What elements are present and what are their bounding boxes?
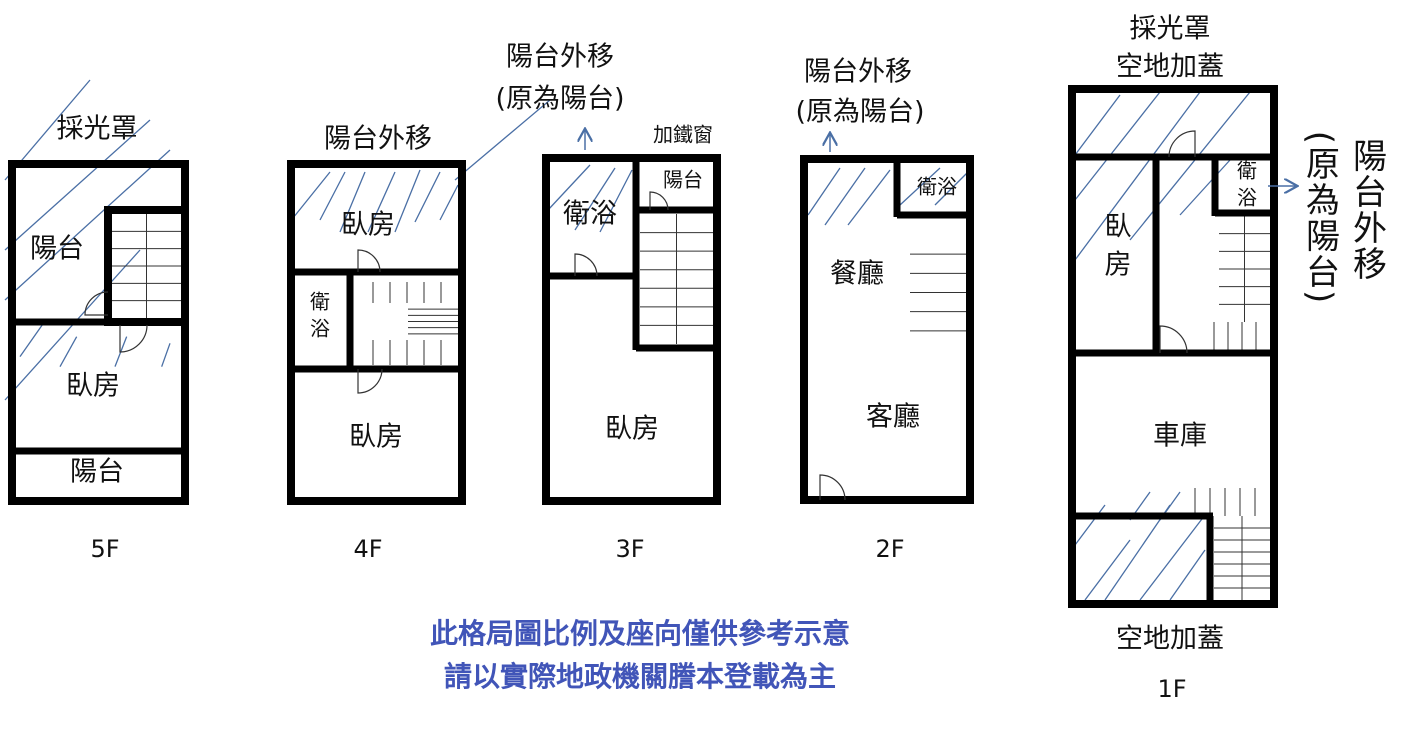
hatch-line bbox=[59, 336, 78, 367]
room-label-bathroom-2: 浴 bbox=[1237, 186, 1257, 210]
hatch-line bbox=[847, 169, 891, 226]
iron-window-label: 加鐵窗 bbox=[653, 123, 713, 147]
room-label-bedroom: 臥房 bbox=[605, 414, 659, 445]
hatch-line bbox=[1179, 159, 1231, 216]
floor-label-3f: 3F bbox=[615, 535, 644, 563]
hatch-line bbox=[1169, 549, 1206, 601]
room-label-bedroom: 臥房 bbox=[66, 371, 120, 402]
balcony-moved-label: 陽台外移 bbox=[506, 42, 614, 73]
room-label-bedroom-1: 臥 bbox=[1105, 212, 1132, 243]
hatch-line bbox=[19, 322, 44, 358]
hatch-line bbox=[574, 167, 616, 231]
hatch-line bbox=[161, 343, 171, 367]
floor-2f-plan: 餐廳 客廳 衛浴 陽台外移 (原為陽台) 2F bbox=[795, 57, 974, 563]
floor-label-5f: 5F bbox=[90, 535, 119, 563]
floor-label-1f: 1F bbox=[1157, 675, 1186, 703]
originally-balcony-vertical-label: (原為陽台) bbox=[1300, 131, 1340, 306]
hatch-line bbox=[1074, 91, 1201, 261]
room-label-bathroom-2: 浴 bbox=[310, 317, 330, 341]
balcony-moved-label: 陽台外移 bbox=[804, 57, 912, 88]
hatch-line bbox=[899, 167, 941, 206]
originally-balcony-label: (原為陽台) bbox=[495, 84, 624, 115]
hatch-layer bbox=[4, 79, 1251, 601]
hatch-line bbox=[367, 171, 396, 233]
hatch-line bbox=[1074, 91, 1161, 201]
floor-label-4f: 4F bbox=[353, 535, 382, 563]
room-label-balcony: 陽台 bbox=[70, 457, 124, 488]
hatch-line bbox=[1074, 504, 1106, 546]
hatch-line bbox=[807, 167, 841, 216]
room-label-bathroom-1: 衛 bbox=[1237, 159, 1257, 183]
room-label-bedroom-2: 房 bbox=[1105, 250, 1132, 281]
hatch-line bbox=[4, 149, 171, 301]
hatch-line bbox=[934, 169, 971, 206]
floor-3f-plan: 衛浴 陽台 臥房 陽台外移 (原為陽台) 加鐵窗 3F bbox=[495, 42, 721, 563]
room-label-dining: 餐廳 bbox=[830, 259, 884, 290]
vacant-land-addition-label: 空地加蓋 bbox=[1116, 52, 1224, 83]
disclaimer-line-1: 此格局圖比例及座向僅供參考示意 bbox=[430, 617, 850, 650]
hatch-line bbox=[439, 184, 459, 221]
room-label-bedroom: 臥房 bbox=[341, 210, 395, 241]
room-label-bathroom: 衛浴 bbox=[917, 175, 957, 199]
balcony-moved-label: 陽台外移 bbox=[324, 124, 432, 155]
originally-balcony-label: (原為陽台) bbox=[795, 97, 924, 128]
balcony-moved-vertical-label: 陽台外移 bbox=[1347, 138, 1387, 282]
disclaimer-line-2: 請以實際地政機關謄本登載為主 bbox=[444, 660, 836, 693]
hatch-line bbox=[4, 119, 151, 251]
room-label-bathroom-1: 衛 bbox=[310, 290, 330, 314]
floor-4f-plan: 臥房 衛 浴 臥房 陽台外移 4F bbox=[287, 124, 466, 563]
floor-label-2f: 2F bbox=[875, 535, 904, 563]
hatch-line bbox=[1104, 504, 1171, 601]
hatch-line bbox=[599, 169, 633, 233]
skylight-label: 採光罩 bbox=[1130, 14, 1211, 45]
hatch-line bbox=[547, 164, 591, 211]
hatch-line bbox=[1139, 514, 1206, 601]
hatch-line bbox=[339, 171, 366, 233]
room-label-living: 客廳 bbox=[866, 402, 920, 433]
hatch-line bbox=[1129, 91, 1251, 241]
vacant-land-addition-label: 空地加蓋 bbox=[1116, 624, 1224, 655]
hatch-line bbox=[394, 169, 421, 233]
floor-5f-plan: 陽台 臥房 陽台 採光罩 5F bbox=[8, 114, 189, 563]
hatch-line bbox=[292, 171, 331, 219]
room-label-bedroom: 臥房 bbox=[349, 422, 403, 453]
room-label-bathroom: 衛浴 bbox=[563, 199, 617, 230]
hatch-line bbox=[454, 99, 551, 181]
floor-1f-plan: 臥 房 衛 浴 車庫 採光罩 空地加蓋 空地加蓋 1F 陽台外移 (原為陽台) bbox=[1068, 14, 1387, 703]
hatch-line bbox=[1074, 94, 1121, 156]
hatch-line bbox=[319, 171, 346, 221]
room-label-garage: 車庫 bbox=[1153, 421, 1207, 452]
room-label-balcony: 陽台 bbox=[663, 168, 703, 192]
skylight-label: 採光罩 bbox=[57, 114, 138, 145]
stairs-layer bbox=[112, 214, 1270, 600]
hatch-line bbox=[824, 167, 866, 226]
hatch-line bbox=[414, 171, 441, 223]
hatch-line bbox=[1084, 539, 1131, 601]
room-label-balcony: 陽台 bbox=[30, 234, 84, 265]
